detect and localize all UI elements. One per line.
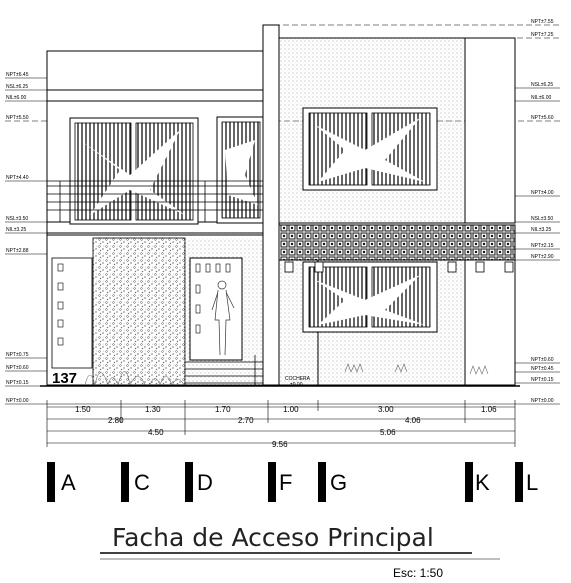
level-label: NPT±0.45 [531,366,554,372]
level-label: NPT±0.00 [531,398,554,404]
dim-value: 1.06 [481,405,497,414]
house-number: 137 [52,370,77,387]
side-glass-panel [51,257,93,369]
upper-right-window [302,107,438,191]
level-label: NSL±6.25 [531,82,553,88]
axis-letter: F [279,470,292,495]
dim-value: 4.50 [148,428,164,437]
lower-right-window [302,261,438,333]
axis-letter: L [526,470,538,495]
level-label: NPT±0.15 [531,377,554,383]
axis-bar [465,462,473,502]
axis-bar [318,462,326,502]
level-label: NPT±0.60 [531,357,554,363]
axis-letter: K [475,470,490,495]
level-label: NPT±2.15 [531,243,554,249]
dimension-values: 1.50 1.30 1.70 1.00 3.00 1.06 2.80 2.70 … [75,405,497,449]
upper-left-window [69,117,199,225]
axis-bar [47,462,55,502]
axis-letter: D [197,470,213,495]
dim-value: 1.50 [75,405,91,414]
axis-bar [268,462,276,502]
upper-small-window [216,116,266,224]
level-labels-left: NPT±6.45 NSL±6.25 NIL±6.00 NPT±5.50 NPT±… [6,72,29,404]
entry-steps [185,355,265,385]
dim-value: 1.70 [215,405,231,414]
dim-value: 9.56 [272,440,288,449]
level-label: NPT±6.45 [6,72,29,78]
level-label: NPT±5.50 [6,115,29,121]
drawing-title: Facha de Acceso Principal [112,523,434,552]
level-label: NIL±3.25 [6,227,26,233]
garage-label: COCHERA [285,376,311,382]
axis-bar [515,462,523,502]
level-label: NPT±7.25 [531,32,554,38]
dim-value: 4.06 [405,416,421,425]
level-label: NSL±6.25 [6,84,28,90]
right-grass [344,363,489,375]
level-label: NPT±4.40 [6,175,29,181]
axis-letter: A [61,470,76,495]
level-label: NIL±6.00 [531,95,551,101]
dimension-lines [46,400,516,447]
axis-markers: A C D F G K L [47,462,538,502]
level-label: NSL±3.50 [531,216,553,222]
garden-plants [84,371,185,387]
level-label: NSL±3.50 [6,216,28,222]
level-label: NIL±3.25 [531,227,551,233]
axis-letter: G [330,470,347,495]
dim-value: 5.06 [380,428,396,437]
level-label: NPT±7.55 [531,19,554,25]
person-figure [211,280,235,356]
level-label: NPT±0.15 [6,380,29,386]
level-label: NIL±6.00 [6,95,26,101]
level-label: NPT±0.60 [6,365,29,371]
level-label: NPT±2.88 [6,248,29,254]
axis-bar [185,462,193,502]
drawing-scale: Esc: 1:50 [393,566,443,580]
garage-level: ±0.00 [290,382,303,388]
level-label: NPT±0.00 [6,398,29,404]
level-label: NPT±0.75 [6,352,29,358]
level-label: NPT±2.90 [531,254,554,260]
dim-value: 2.70 [238,416,254,425]
dim-value: 2.80 [108,416,124,425]
level-label: NPT±5.60 [531,115,554,121]
dim-value: 3.00 [378,405,394,414]
level-labels-right: NPT±7.55 NPT±7.25 NSL±6.25 NIL±6.00 NPT±… [531,19,554,404]
axis-bar [121,462,129,502]
dim-value: 1.30 [145,405,161,414]
balcony-railing [47,180,265,222]
dim-value: 1.00 [283,405,299,414]
level-label: NPT±4.00 [531,190,554,196]
pergola-beams [284,261,514,273]
axis-letter: C [134,470,150,495]
